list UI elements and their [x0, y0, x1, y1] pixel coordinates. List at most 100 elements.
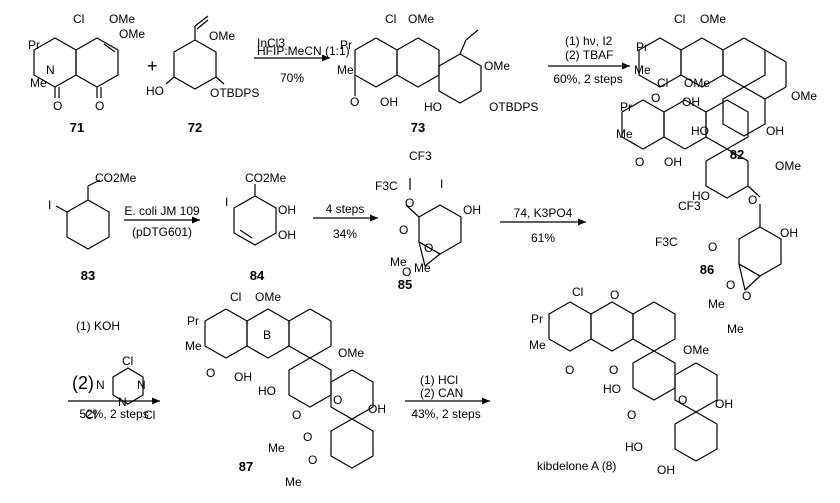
atom-label: Pr	[620, 100, 632, 114]
atom-label: Cl	[85, 408, 97, 422]
atom-label: O	[424, 241, 434, 255]
atom-label: O	[651, 91, 661, 105]
compound-label-72: 72	[187, 120, 203, 135]
atom-label: Cl	[657, 76, 669, 90]
atom-label: N	[137, 378, 146, 392]
atom-label: Me	[390, 255, 407, 269]
atom-label: OH	[657, 463, 675, 477]
atom-label: Cl	[73, 12, 85, 26]
atom-label: Me	[529, 338, 546, 352]
atom-label: OH	[278, 228, 296, 242]
atom-label: OMe	[683, 343, 710, 357]
atom-label: OMe	[684, 76, 711, 90]
structure-73	[354, 29, 482, 104]
structure-86	[621, 99, 782, 291]
atom-label: O	[206, 366, 216, 380]
atom-label: Pr	[636, 40, 648, 54]
atom-label: OMe	[408, 12, 435, 26]
r1-reagent: InCl3	[257, 36, 286, 50]
ring-label-b: B	[263, 328, 272, 342]
r6-step2: (2)	[72, 373, 94, 393]
structure-kibdelone	[548, 301, 718, 462]
atom-label: N	[46, 63, 55, 77]
atom-label: Cl	[144, 408, 156, 422]
r5-yield: 61%	[530, 231, 556, 245]
atom-label: Me	[337, 63, 354, 77]
atom-label: O	[399, 223, 409, 237]
structure-71	[33, 37, 119, 98]
atom-label: OH	[766, 124, 784, 138]
atom-label: O	[308, 453, 318, 467]
atom-label: O	[609, 363, 619, 377]
atom-label: Pr	[340, 38, 352, 52]
atom-label: F3C	[375, 179, 398, 193]
r2-yield: 60%, 2 steps	[553, 72, 623, 86]
atom-label: O	[742, 289, 752, 303]
atom-label: OH	[368, 402, 386, 416]
r2-step2: (2) TBAF	[565, 48, 614, 62]
compound-label-87: 87	[238, 459, 254, 474]
atom-label: CF3	[678, 199, 701, 213]
atom-label: F3C	[655, 235, 678, 249]
structure-87	[204, 308, 374, 469]
r6-step1: (1) KOH	[76, 319, 121, 333]
atom-label: HO	[691, 124, 709, 138]
atom-label: OTBDPS	[489, 100, 539, 114]
r4-yield: 34%	[332, 227, 358, 241]
r2-step1: (1) hν, I2	[565, 34, 613, 48]
atom-label: Cl	[572, 285, 584, 299]
compound-label-83: 83	[80, 268, 96, 283]
atom-label: CO2Me	[95, 171, 137, 185]
atom-label: O	[627, 408, 637, 422]
atom-label: O	[402, 265, 412, 279]
atom-label: Cl	[230, 290, 242, 304]
r7-step2: (2) CAN	[420, 386, 464, 400]
atom-label: N	[118, 395, 127, 409]
atom-label: O	[726, 278, 736, 292]
atom-label: Me	[708, 297, 725, 311]
atom-label: O	[303, 430, 313, 444]
atom-label: O	[333, 393, 343, 407]
atom-label: O	[350, 95, 360, 109]
compound-label-85: 85	[397, 277, 413, 292]
atom-label: HO	[625, 440, 643, 454]
compound-label-kibdelone: kibdelone A (8)	[537, 459, 617, 473]
r7-yield: 43%, 2 steps	[411, 407, 481, 421]
atom-label: OH	[780, 226, 798, 240]
compound-label-73: 73	[410, 120, 426, 135]
atom-label: O	[678, 393, 688, 407]
atom-label: OH	[380, 95, 398, 109]
compound-label-71: 71	[69, 120, 85, 135]
atom-label: O	[635, 155, 645, 169]
atom-label: O	[610, 288, 620, 302]
atom-label: O	[405, 196, 415, 210]
atom-label: HO	[146, 84, 164, 98]
atom-label: HO	[258, 384, 276, 398]
atom-label: O	[53, 99, 63, 113]
r5-reagent: 74, K3PO4	[513, 206, 573, 220]
atom-label: Me	[285, 475, 302, 489]
compound-label-82: 82	[729, 147, 745, 162]
atom-label: N	[96, 378, 105, 392]
atom-label: O	[95, 99, 105, 113]
atom-label: OMe	[775, 159, 802, 173]
atom-label: Cl	[674, 12, 686, 26]
atom-label: OH	[463, 203, 481, 217]
atom-label: O	[748, 193, 758, 207]
atom-label: OMe	[791, 89, 818, 103]
atom-label: Me	[616, 127, 633, 141]
plus-sign: +	[147, 56, 158, 76]
atom-label: OMe	[209, 29, 236, 43]
atom-label: Cl	[385, 12, 397, 26]
r3-plasmid: (pDTG601)	[131, 225, 193, 239]
atom-label: Me	[727, 322, 744, 336]
atom-label: OMe	[338, 346, 365, 360]
atom-label: OMe	[255, 290, 282, 304]
atom-label: OTBDPS	[210, 86, 260, 100]
atom-label: HO	[692, 189, 710, 203]
atom-label: Me	[185, 339, 202, 353]
atom-label: OH	[682, 95, 700, 109]
r7-step1: (1) HCl	[420, 373, 458, 387]
